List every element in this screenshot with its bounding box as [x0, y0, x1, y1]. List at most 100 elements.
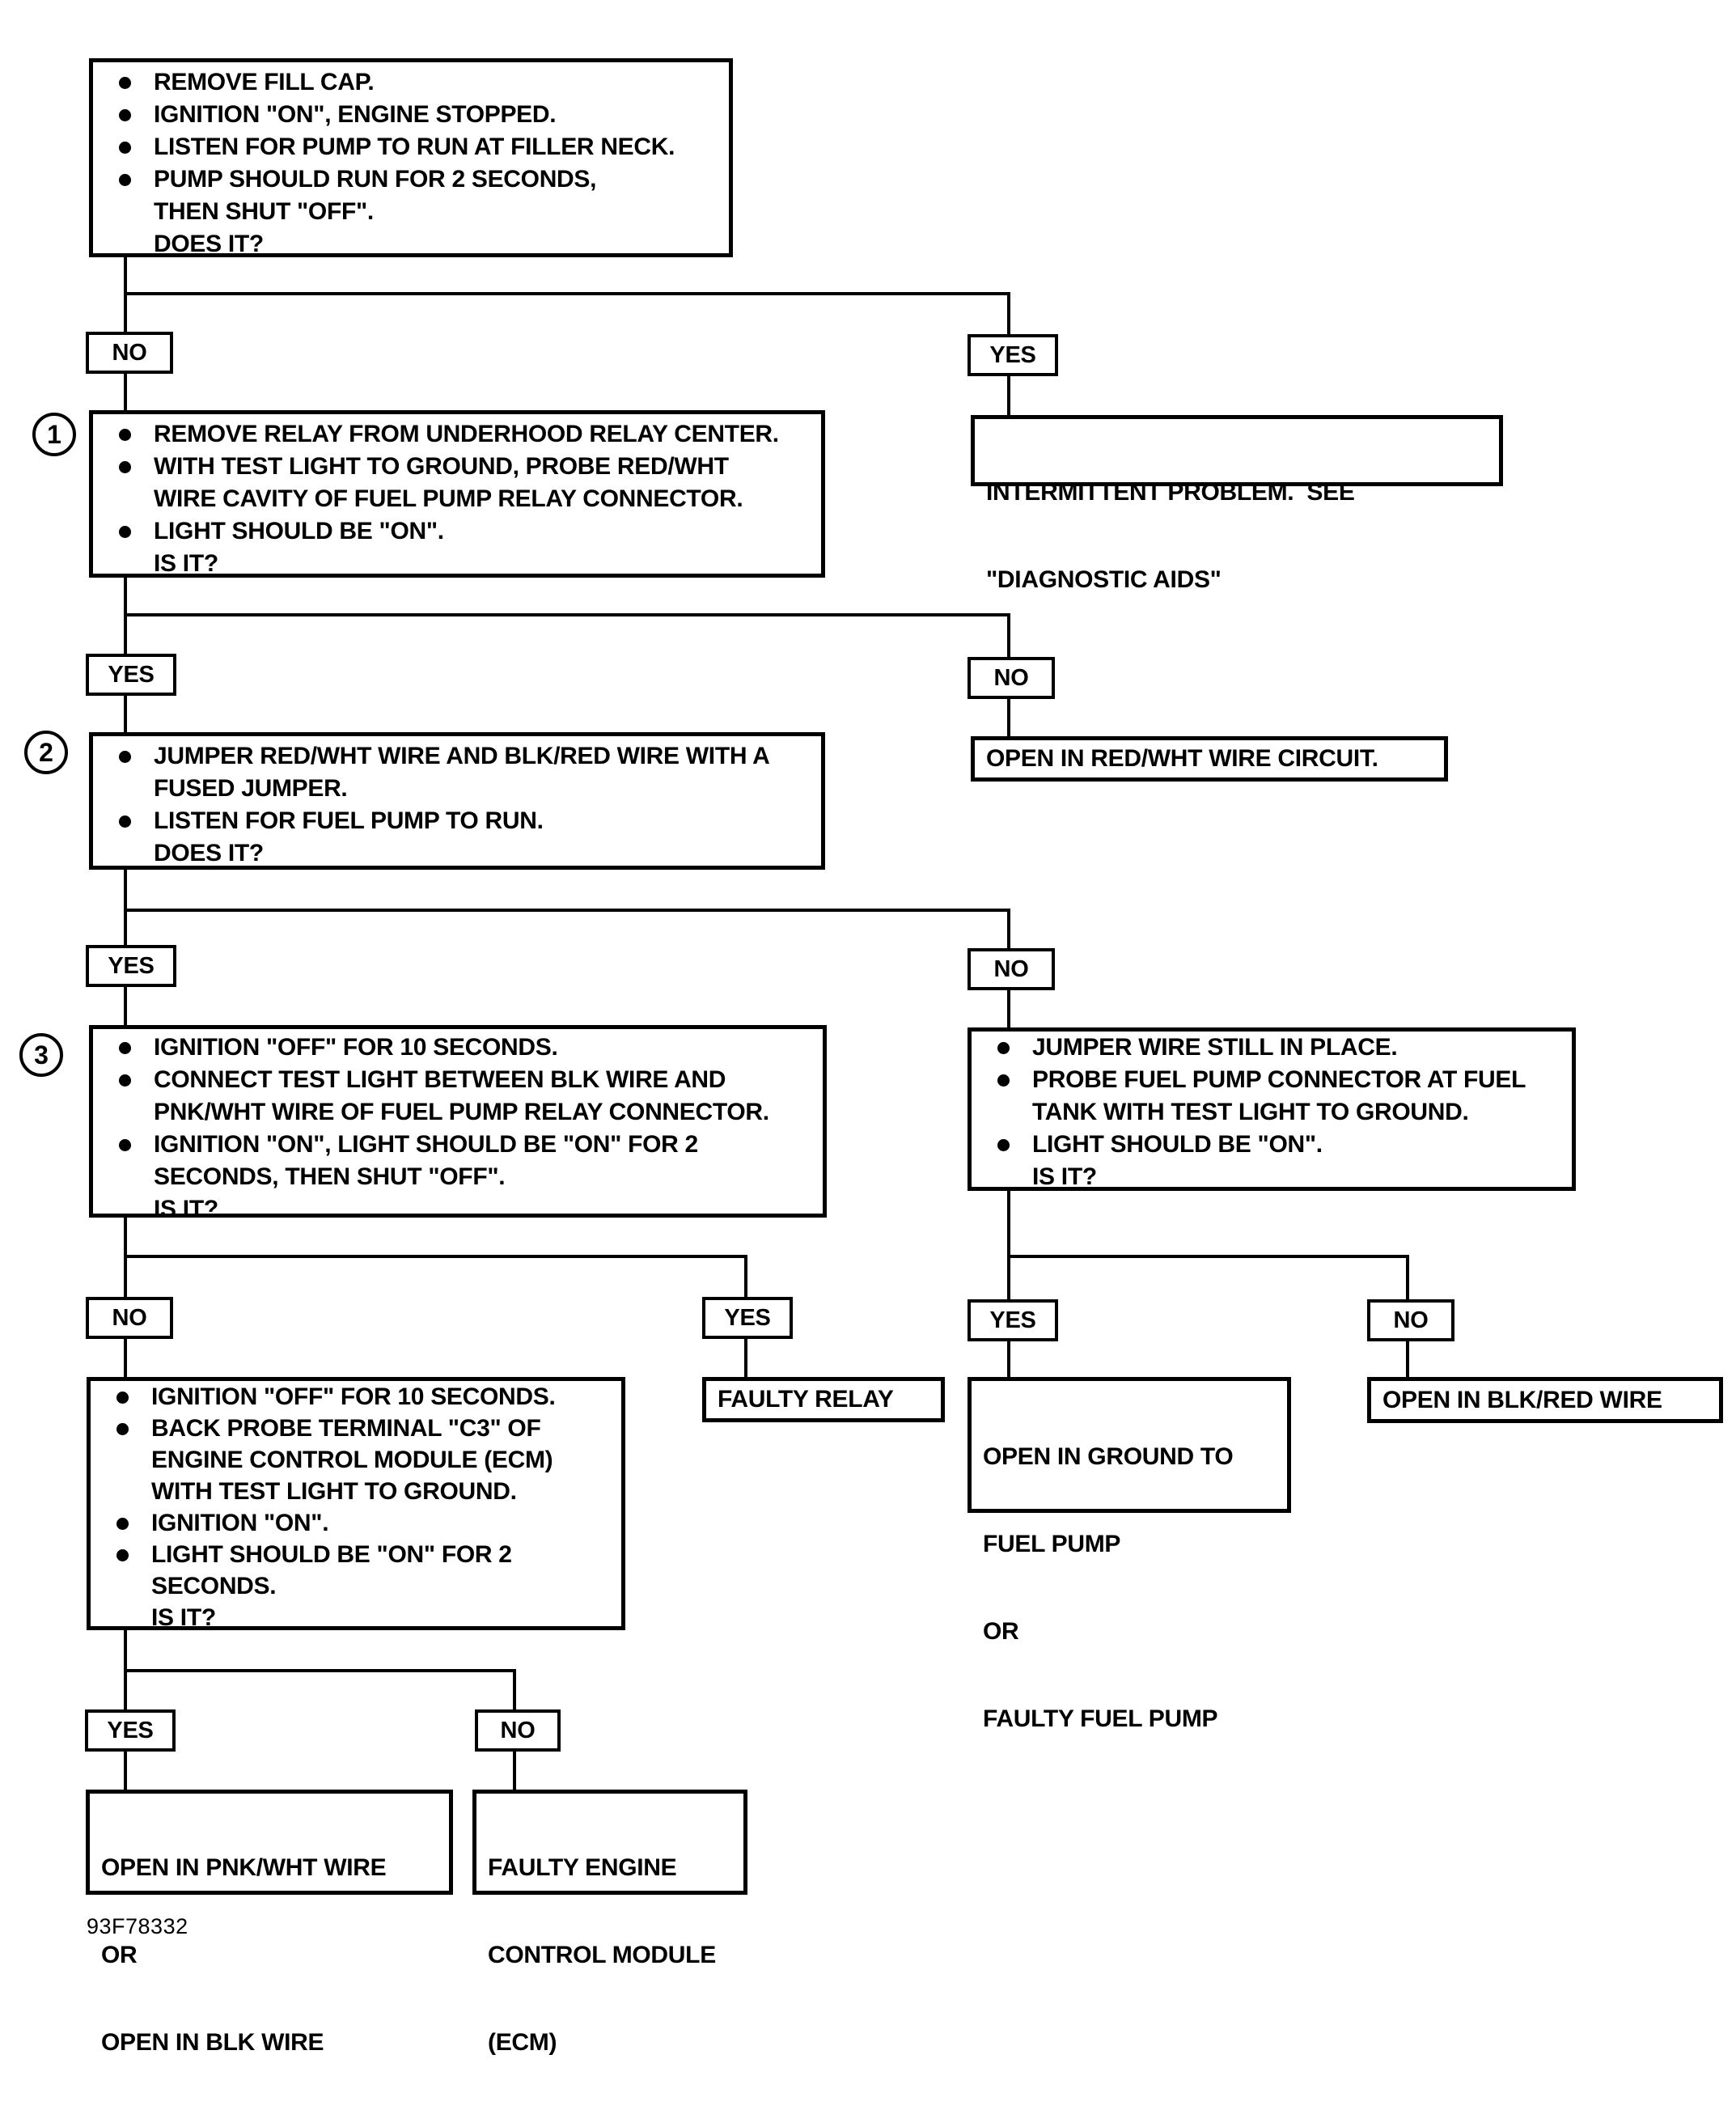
instruction-text: IS IT? — [1032, 1163, 1097, 1190]
decision-no-6: NO — [475, 1709, 561, 1752]
instruction-text: CONNECT TEST LIGHT BETWEEN BLK WIRE AND — [154, 1066, 726, 1093]
instruction-line: IGNITION "OFF" FOR 10 SECONDS. — [101, 1032, 816, 1064]
instruction-line: IGNITION "ON", LIGHT SHOULD BE "ON" FOR … — [101, 1129, 816, 1161]
ecm-test-box: IGNITION "OFF" FOR 10 SECONDS. BACK PROB… — [87, 1377, 625, 1633]
instruction-line: LIGHT SHOULD BE "ON". — [980, 1129, 1565, 1161]
connector-line — [124, 870, 127, 947]
instruction-text: IGNITION "ON". — [151, 1510, 329, 1536]
decision-no-3: NO — [968, 948, 1055, 990]
step1-box: REMOVE RELAY FROM UNDERHOOD RELAY CENTER… — [89, 410, 825, 578]
bullet-dot — [997, 1074, 1010, 1087]
instruction-text: SECONDS. — [151, 1573, 277, 1599]
instruction-line: REMOVE RELAY FROM UNDERHOOD RELAY CENTER… — [101, 418, 815, 451]
bullet-dot — [119, 109, 131, 121]
step3-box: IGNITION "OFF" FOR 10 SECONDS. CONNECT T… — [89, 1025, 827, 1222]
instruction-text: REMOVE FILL CAP. — [154, 69, 375, 95]
instruction-line: IS IT? — [980, 1161, 1565, 1193]
result-open-redwht-circuit: OPEN IN RED/WHT WIRE CIRCUIT. — [971, 736, 1448, 782]
instruction-text: PNK/WHT WIRE OF FUEL PUMP RELAY CONNECTO… — [154, 1099, 769, 1125]
connector-line — [1007, 699, 1010, 738]
connector-line — [1007, 990, 1010, 1029]
connector-line — [124, 909, 1010, 912]
instruction-line: IS IT? — [99, 1602, 615, 1633]
decision-label: YES — [108, 952, 155, 979]
step2-box: JUMPER RED/WHT WIRE AND BLK/RED WIRE WIT… — [89, 732, 825, 870]
instruction-line: SECONDS, THEN SHUT "OFF". — [101, 1161, 816, 1193]
decision-label: NO — [112, 1304, 147, 1331]
bullet-dot — [119, 1074, 131, 1087]
instruction-text: THEN SHUT "OFF". — [154, 198, 374, 225]
connector-line — [124, 1339, 127, 1379]
connector-line — [124, 1255, 747, 1258]
bullet-dot — [119, 526, 131, 538]
decision-yes-2: YES — [86, 654, 176, 696]
instruction-line: CONNECT TEST LIGHT BETWEEN BLK WIRE AND — [101, 1064, 816, 1096]
instruction-line: FUSED JUMPER. — [101, 773, 815, 805]
connector-line — [1406, 1341, 1409, 1379]
step-number-1: 1 — [32, 413, 76, 456]
instruction-text: REMOVE RELAY FROM UNDERHOOD RELAY CENTER… — [154, 421, 779, 447]
instruction-text: JUMPER WIRE STILL IN PLACE. — [1032, 1034, 1398, 1061]
connector-line — [1007, 1341, 1010, 1379]
decision-no-4: NO — [86, 1297, 173, 1339]
result-text: OPEN IN BLK WIRE — [101, 2029, 324, 2056]
instruction-text: IGNITION "ON", ENGINE STOPPED. — [154, 101, 557, 128]
connector-line — [124, 696, 127, 734]
instruction-text: DOES IT? — [154, 231, 264, 257]
bullet-dot — [119, 461, 131, 473]
connector-line — [1406, 1255, 1409, 1301]
decision-label: YES — [724, 1304, 771, 1331]
bullet-dot — [119, 816, 131, 828]
result-intermittent-problem: INTERMITTENT PROBLEM. SEE "DIAGNOSTIC AI… — [971, 415, 1503, 593]
connector-line — [124, 292, 1010, 295]
decision-no-2: NO — [968, 657, 1055, 699]
instruction-line: THEN SHUT "OFF". — [101, 196, 722, 228]
connector-line — [744, 1339, 747, 1379]
result-faulty-relay: FAULTY RELAY — [702, 1377, 945, 1422]
connector-line — [124, 1218, 127, 1298]
instruction-text: LISTEN FOR PUMP TO RUN AT FILLER NECK. — [154, 133, 675, 160]
result-text: FAULTY RELAY — [718, 1386, 894, 1413]
decision-no-1: NO — [86, 332, 173, 374]
instruction-text: TANK WITH TEST LIGHT TO GROUND. — [1032, 1099, 1469, 1125]
connector-line — [513, 1752, 516, 1791]
connector-line — [124, 613, 1010, 616]
instruction-line: JUMPER RED/WHT WIRE AND BLK/RED WIRE WIT… — [101, 740, 815, 773]
bullet-dot — [116, 1423, 129, 1435]
instruction-text: LIGHT SHOULD BE "ON". — [1032, 1131, 1323, 1158]
result-text: OPEN IN RED/WHT WIRE CIRCUIT. — [986, 745, 1378, 772]
instruction-text: ENGINE CONTROL MODULE (ECM) — [151, 1447, 553, 1473]
connector-line — [1007, 1191, 1010, 1301]
step-number-3: 3 — [19, 1033, 63, 1077]
bullet-dot — [997, 1042, 1010, 1054]
result-open-pnkwht-or-blk-wire: OPEN IN PNK/WHT WIRE OR OPEN IN BLK WIRE — [86, 1790, 453, 2056]
decision-yes-6: YES — [85, 1709, 176, 1752]
result-text: FUEL PUMP — [983, 1531, 1121, 1557]
instruction-text: IGNITION "OFF" FOR 10 SECONDS. — [154, 1034, 558, 1061]
instruction-line: LISTEN FOR PUMP TO RUN AT FILLER NECK. — [101, 131, 722, 163]
connector-line — [513, 1669, 516, 1711]
connector-line — [1007, 376, 1010, 417]
instruction-line: WIRE CAVITY OF FUEL PUMP RELAY CONNECTOR… — [101, 483, 815, 515]
connector-line — [124, 1669, 514, 1672]
instruction-text: PROBE FUEL PUMP CONNECTOR AT FUEL — [1032, 1066, 1526, 1093]
instruction-text: LIGHT SHOULD BE "ON". — [154, 518, 444, 544]
bullet-dot — [119, 1139, 131, 1151]
result-text: OPEN IN GROUND TO — [983, 1443, 1234, 1470]
result-text: INTERMITTENT PROBLEM. SEE — [986, 479, 1355, 506]
instruction-line: DOES IT? — [101, 837, 815, 870]
instruction-line: ENGINE CONTROL MODULE (ECM) — [99, 1444, 615, 1476]
step-number-text: 2 — [39, 737, 53, 767]
decision-yes-1: YES — [968, 334, 1058, 376]
instruction-text: IS IT? — [151, 1604, 216, 1631]
decision-label: YES — [108, 661, 155, 688]
connector-line — [1007, 292, 1010, 336]
bullet-dot — [119, 174, 131, 186]
instruction-text: LISTEN FOR FUEL PUMP TO RUN. — [154, 807, 544, 834]
instruction-text: IGNITION "ON", LIGHT SHOULD BE "ON" FOR … — [154, 1131, 698, 1158]
bullet-dot — [119, 77, 131, 89]
decision-label: NO — [1393, 1307, 1429, 1333]
instruction-line: BACK PROBE TERMINAL "C3" OF — [99, 1413, 615, 1444]
connector-line — [1007, 613, 1010, 659]
bullet-dot — [116, 1518, 129, 1530]
